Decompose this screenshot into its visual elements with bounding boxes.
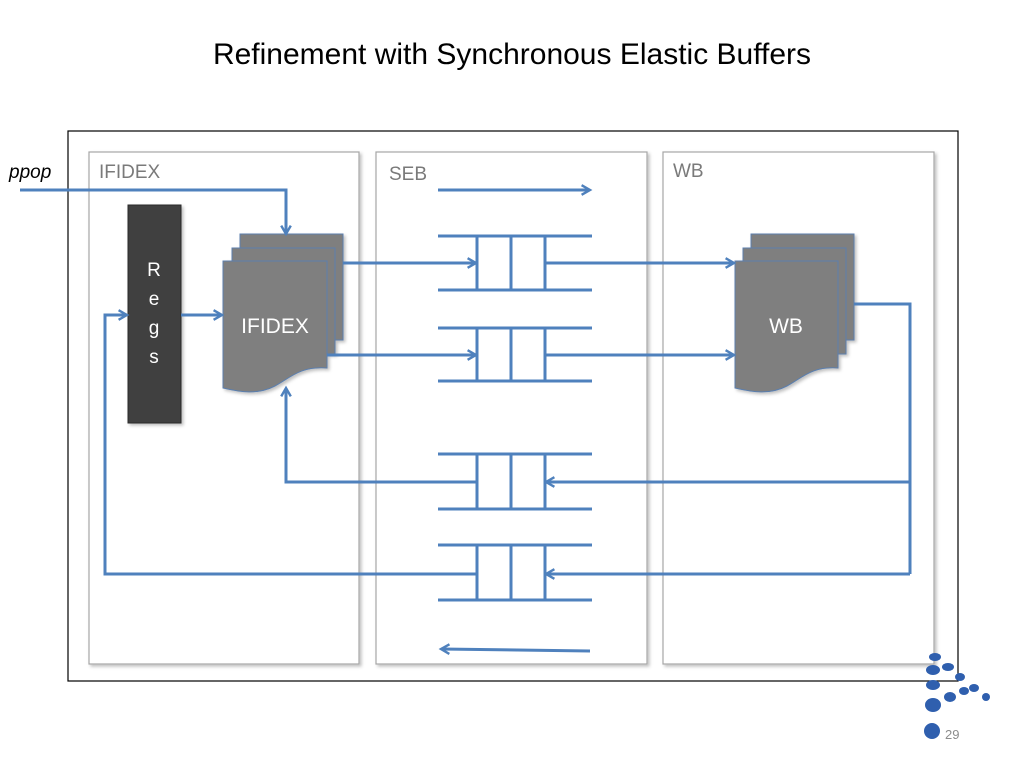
logo-dots-icon bbox=[924, 653, 990, 739]
slide-title: Refinement with Synchronous Elastic Buff… bbox=[212, 38, 812, 71]
ppop-label: ppop bbox=[8, 162, 51, 183]
seb-buffer-backward-2 bbox=[438, 543, 592, 602]
seb-backward-direction-arrow bbox=[438, 643, 591, 655]
regs-letter: e bbox=[149, 289, 160, 310]
wire-ppop-to-ifidex bbox=[20, 188, 292, 237]
regs-letter: s bbox=[149, 347, 159, 368]
panel-label-wb: WB bbox=[673, 161, 704, 182]
wire-seb-to-regs bbox=[103, 309, 477, 576]
wb-block: WB bbox=[734, 233, 855, 393]
ifidex-block-label: IFIDEX bbox=[241, 315, 309, 338]
regs-block: R e g s bbox=[127, 204, 182, 424]
wire-wb-feedback-bus bbox=[854, 302, 912, 574]
wire-seb-to-ifidex bbox=[280, 385, 477, 484]
regs-letter: g bbox=[149, 318, 160, 339]
page-number: 29 bbox=[945, 727, 959, 742]
panel-wb: WB bbox=[662, 151, 935, 665]
panel-label-ifidex: IFIDEX bbox=[99, 162, 161, 183]
seb-buffer-forward-2 bbox=[438, 326, 592, 383]
wb-block-label: WB bbox=[769, 315, 803, 338]
ifidex-block: IFIDEX bbox=[222, 233, 344, 393]
regs-letter: R bbox=[147, 260, 161, 281]
panel-label-seb: SEB bbox=[389, 164, 427, 185]
